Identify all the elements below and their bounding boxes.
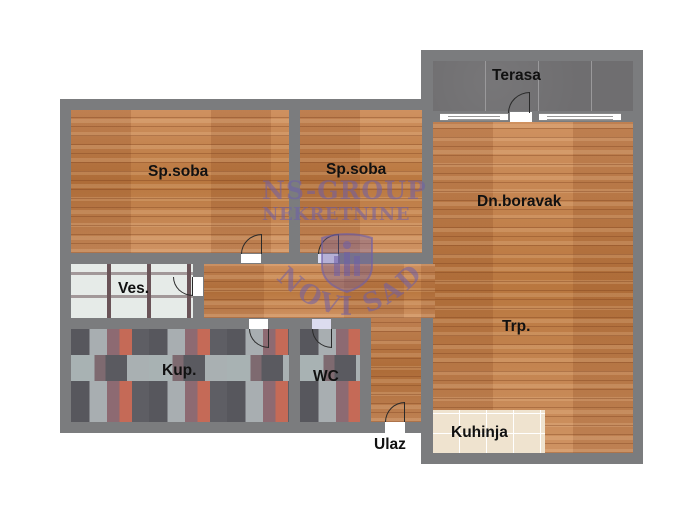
room-label-vesernica: Ves.: [118, 280, 150, 297]
room-label-ulaz: Ulaz: [374, 436, 406, 453]
watermark-ns-group: NS-GROUP: [262, 176, 427, 205]
room-label-terasa: Terasa: [492, 67, 541, 84]
hallway-opening-to-living-room: [421, 264, 435, 318]
doorway-vesernica[interactable]: [193, 277, 203, 296]
entrance-door-gap[interactable]: [385, 422, 405, 434]
room-entrance-corridor: [371, 318, 421, 422]
room-kupatilo-tile-row: [71, 355, 289, 381]
watermark-nekretnine: NEKRETNINE: [262, 204, 410, 225]
room-kuhinja: [433, 410, 545, 453]
room-label-spavaca-soba-1: Sp.soba: [148, 163, 209, 180]
doorway-spavaca-soba-1[interactable]: [241, 254, 261, 263]
city-crest-icon: [318, 232, 376, 294]
watermark-novi-sad-arc: NOVI SAD: [258, 250, 438, 340]
doorway-spavaca-soba-2[interactable]: [318, 254, 338, 263]
room-spavaca-soba-2: [300, 110, 422, 253]
room-label-trpezarija: Trp.: [502, 318, 531, 335]
room-label-kuhinja: Kuhinja: [451, 424, 508, 441]
room-terasa: [433, 61, 633, 111]
window-terasa-right: [539, 113, 621, 121]
doorway-wc[interactable]: [312, 319, 331, 329]
room-label-wc: WC: [313, 368, 339, 385]
doorway-kupatilo[interactable]: [249, 319, 268, 329]
room-hallway: [204, 264, 433, 318]
svg-text:NOVI SAD: NOVI SAD: [271, 257, 430, 322]
doorway-terasa[interactable]: [510, 112, 532, 122]
room-wc-tile-row: [300, 355, 360, 381]
window-terasa-left: [440, 113, 508, 121]
room-label-dnevni-boravak: Dn.boravak: [477, 193, 562, 210]
room-label-spavaca-soba-2: Sp.soba: [326, 161, 387, 178]
room-vesernica: [71, 264, 193, 318]
room-spavaca-soba-1: [71, 110, 289, 253]
room-dnevni-boravak: [433, 122, 633, 453]
room-label-kupatilo: Kup.: [162, 362, 197, 379]
